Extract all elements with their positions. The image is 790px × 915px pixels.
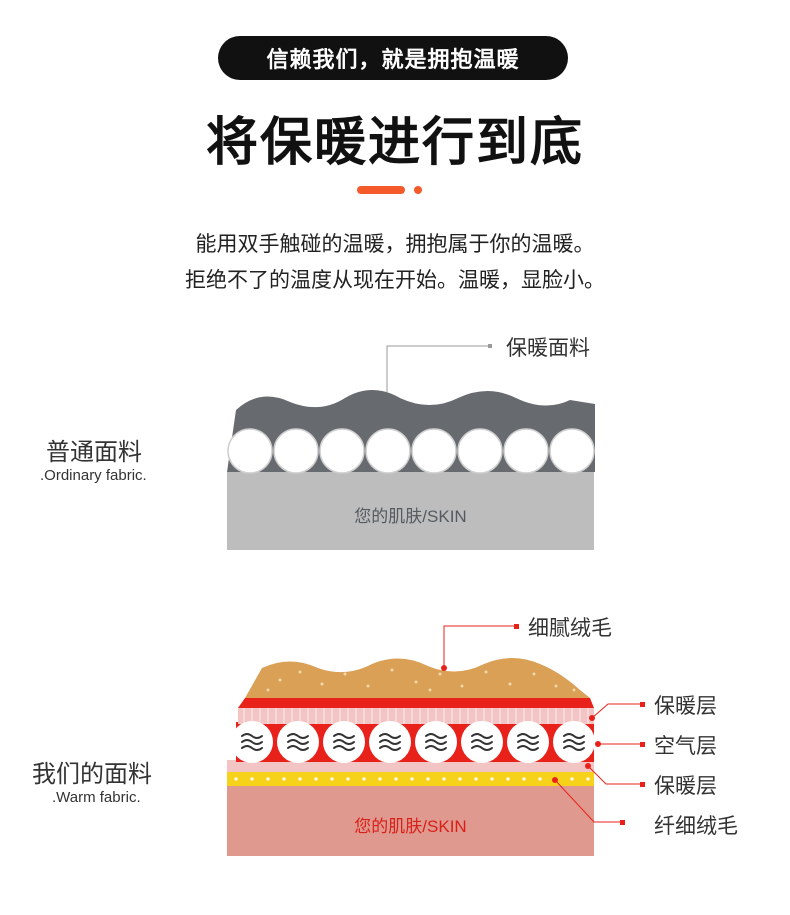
warm-callout-markers xyxy=(441,624,645,825)
description-line-1: 能用双手触碰的温暖，拥抱属于你的温暖。 xyxy=(195,232,595,256)
ordinary-fiber-row xyxy=(227,428,595,474)
header-badge: 信赖我们，就是拥抱温暖 xyxy=(218,36,568,80)
accent-dot xyxy=(414,186,422,194)
warm-callout-lines xyxy=(443,625,642,823)
fiber-circle xyxy=(503,428,549,474)
warm-layer-lower xyxy=(227,760,594,772)
fleece-speckles xyxy=(266,668,576,692)
warm-skin-layer xyxy=(227,786,594,856)
warm-red-band xyxy=(238,698,594,708)
fine-fleece-dots xyxy=(234,777,590,781)
warm-fabric-subtitle: .Warm fabric. xyxy=(52,789,141,806)
ordinary-callout-marker xyxy=(488,344,492,348)
warm-skin-label: 您的肌肤/SKIN xyxy=(354,817,467,836)
fiber-circle xyxy=(227,428,273,474)
fiber-circle xyxy=(319,428,365,474)
accent-bar xyxy=(357,186,405,194)
description-line-2: 拒绝不了的温度从现在开始。温暖，显脸小。 xyxy=(185,268,605,292)
page-title: 将保暖进行到底 xyxy=(205,113,584,173)
ordinary-callout-label: 保暖面料 xyxy=(506,336,590,360)
ordinary-subtitle: .Ordinary fabric. xyxy=(40,467,147,484)
warm-fabric-title: 我们的面料 xyxy=(32,760,152,788)
fiber-circle xyxy=(273,428,319,474)
fleece-top-layer xyxy=(245,658,590,698)
fiber-circle xyxy=(457,428,503,474)
ordinary-skin-label: 您的肌肤/SKIN xyxy=(354,507,467,526)
warm-layer-callout-2: 保暖层 xyxy=(654,774,717,798)
thin-fleece-callout: 纤细绒毛 xyxy=(654,814,738,838)
fine-fleece-callout: 细腻绒毛 xyxy=(528,616,612,640)
fiber-circle xyxy=(411,428,457,474)
ordinary-title: 普通面料 xyxy=(46,438,142,466)
fiber-circle xyxy=(365,428,411,474)
fiber-circle xyxy=(549,428,595,474)
wave-air-icon xyxy=(241,733,585,751)
ordinary-fabric-layer xyxy=(227,390,595,472)
warm-layer-callout-1: 保暖层 xyxy=(654,694,717,718)
warm-layer-upper xyxy=(238,708,594,724)
ordinary-skin-layer xyxy=(227,472,594,550)
air-layer-callout: 空气层 xyxy=(654,734,717,758)
ordinary-callout-line xyxy=(386,345,490,392)
